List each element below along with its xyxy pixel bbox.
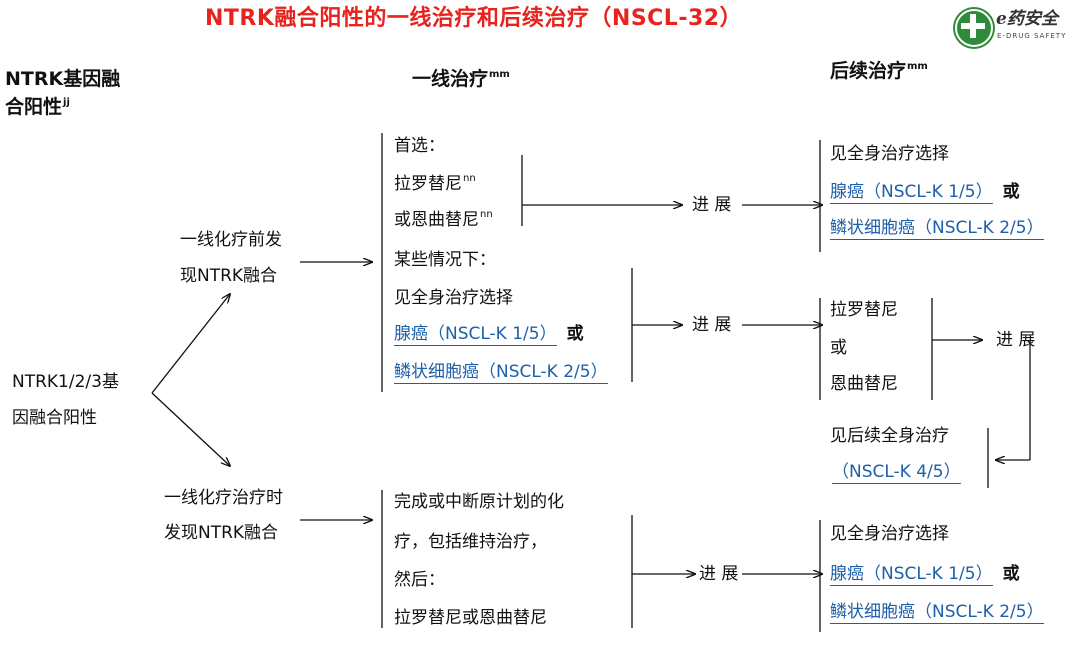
- header-subsequent: 后续治疗mm: [830, 62, 928, 81]
- sub-mid-line2: 或: [830, 338, 847, 358]
- preferred-drug2-text: 或恩曲替尼: [394, 210, 479, 230]
- header-firstline: 一线治疗mm: [412, 70, 510, 89]
- branch-before-line2: 现NTRK融合: [180, 266, 278, 286]
- some-cases-or: 或: [566, 324, 584, 344]
- completed-line2: 疗，包括维持治疗，: [394, 532, 547, 552]
- some-cases-row1: 腺癌（NSCL-K 1/5） 或: [394, 324, 584, 346]
- header-ntrk-sup: jj: [63, 97, 70, 108]
- header-firstline-text: 一线治疗: [412, 68, 489, 90]
- branch-during-line1: 一线化疗治疗时: [164, 488, 283, 508]
- sub-bottom-line: 见全身治疗选择: [830, 524, 949, 544]
- sub-bottom-or: 或: [1002, 564, 1020, 584]
- sub-top-link-squamous[interactable]: 鳞状细胞癌（NSCL-K 2/5）: [830, 218, 1044, 240]
- root-line1: NTRK1/2/3基: [12, 372, 119, 392]
- sub-later-link[interactable]: （NSCL-K 4/5）: [832, 462, 961, 484]
- preferred-drug2: 或恩曲替尼nn: [394, 209, 493, 230]
- some-cases-line: 见全身治疗选择: [394, 288, 513, 308]
- sub-later-row: （NSCL-K 4/5）: [832, 462, 961, 484]
- preferred-drug1: 拉罗替尼nn: [394, 173, 476, 194]
- some-cases-link-squamous[interactable]: 鳞状细胞癌（NSCL-K 2/5）: [394, 362, 608, 384]
- sub-top-or: 或: [1002, 182, 1020, 202]
- branch-before-line1: 一线化疗前发: [180, 230, 282, 250]
- page-title: NTRK融合阳性的一线治疗和后续治疗（NSCL-32）: [205, 6, 743, 31]
- header-ntrk-text: 合阳性: [5, 96, 63, 118]
- sub-later-line: 见后续全身治疗: [830, 426, 949, 446]
- sub-top-line: 见全身治疗选择: [830, 144, 949, 164]
- header-subsequent-text: 后续治疗: [830, 60, 907, 82]
- sub-mid-line3: 恩曲替尼: [830, 374, 898, 394]
- logo-name: e药安全: [996, 9, 1058, 29]
- header-subsequent-sup: mm: [907, 61, 928, 72]
- sub-mid-line1: 拉罗替尼: [830, 300, 898, 320]
- sub-bottom-link-squamous[interactable]: 鳞状细胞癌（NSCL-K 2/5）: [830, 602, 1044, 624]
- some-cases-link-adenocarcinoma[interactable]: 腺癌（NSCL-K 1/5）: [394, 324, 557, 346]
- root-line2: 因融合阳性: [12, 408, 97, 428]
- sub-bottom-row1: 腺癌（NSCL-K 1/5） 或: [830, 564, 1020, 586]
- header-ntrk-line2: 合阳性jj: [5, 98, 70, 117]
- preferred-drug1-sup: nn: [463, 173, 476, 184]
- logo-cross-bar: [961, 23, 985, 29]
- sub-bottom-link-adenocarcinoma[interactable]: 腺癌（NSCL-K 1/5）: [830, 564, 993, 586]
- progress-label-bottom: 进 展: [699, 564, 739, 584]
- header-ntrk-line1: NTRK基因融: [5, 68, 121, 90]
- progress-label-top: 进 展: [692, 195, 732, 215]
- preferred-drug1-text: 拉罗替尼: [394, 174, 462, 194]
- branch-during-line2: 发现NTRK融合: [164, 523, 279, 543]
- completed-line4: 拉罗替尼或恩曲替尼: [394, 608, 547, 628]
- sub-top-row2: 鳞状细胞癌（NSCL-K 2/5）: [830, 218, 1044, 240]
- progress-label-mid: 进 展: [692, 315, 732, 335]
- sub-top-row1: 腺癌（NSCL-K 1/5） 或: [830, 182, 1020, 204]
- arrow-root-to-during: [151, 392, 230, 466]
- sub-top-link-adenocarcinoma[interactable]: 腺癌（NSCL-K 1/5）: [830, 182, 993, 204]
- header-firstline-sup: mm: [489, 69, 510, 80]
- preferred-label: 首选：: [394, 136, 445, 156]
- completed-line1: 完成或中断原计划的化: [394, 492, 564, 512]
- preferred-drug2-sup: nn: [480, 209, 493, 220]
- logo-subtitle: E-DRUG SAFETY: [997, 32, 1067, 40]
- some-cases-row2: 鳞状细胞癌（NSCL-K 2/5）: [394, 362, 608, 384]
- completed-line3: 然后：: [394, 570, 445, 590]
- sub-bottom-row2: 鳞状细胞癌（NSCL-K 2/5）: [830, 602, 1044, 624]
- progress-label-right: 进 展: [996, 330, 1036, 350]
- some-cases-label: 某些情况下：: [394, 250, 496, 270]
- arrow-root-to-before: [151, 294, 230, 394]
